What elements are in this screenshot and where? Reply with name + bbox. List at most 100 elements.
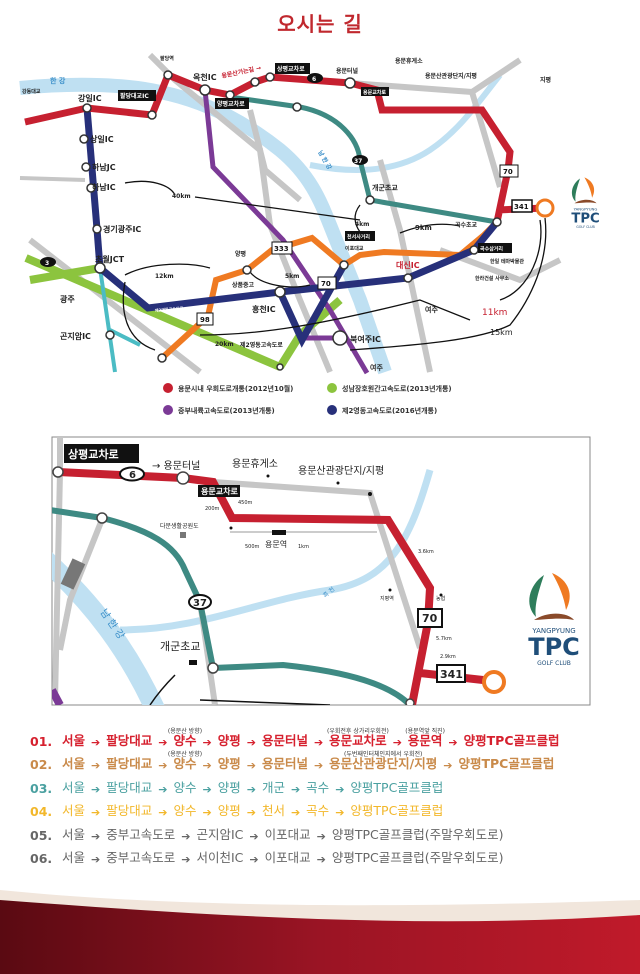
footer-wave (0, 890, 640, 974)
route333-sign: 333 (274, 245, 289, 253)
km9-label: 9km (415, 224, 432, 232)
hanil-label: 한일 테마박물관 (490, 258, 524, 265)
route341-sign: 341 (514, 203, 529, 211)
nonghyup-label: 농협 (436, 595, 445, 602)
detail-map: 상평교차로 6 → 용문터널 용문휴게소 용문산관광단지/지평 용문교차로 20… (51, 436, 591, 706)
km15-label: 15km (490, 328, 513, 337)
yongmun-box: 용문교차로 (363, 89, 386, 96)
route-step-note: (용문산 방향) (167, 751, 203, 758)
arrow-right-icon: ➔ (249, 829, 259, 843)
park-label: 다문생활공원도 (160, 522, 199, 530)
route-step: 양평TPC골프클럽 (458, 756, 555, 771)
second-yeongdong-expressway (83, 107, 500, 348)
route-step: 양수(용문산 방향) (167, 727, 203, 748)
route-step: 팔당대교 (106, 732, 153, 748)
m200-label: 200m (205, 506, 220, 512)
m500-label: 500m (245, 544, 260, 550)
route-number: 06. (30, 851, 53, 866)
route-step-note: (우회전후 상가리우회전) (327, 727, 389, 735)
arrow-right-icon: ➔ (448, 735, 458, 749)
arrow-right-icon: ➔ (181, 853, 191, 866)
yeoju-label-2: 여주 (425, 305, 438, 314)
route-row: 06.서울➔중부고속도로➔서이천IC➔이포대교➔양평TPC골프클럽(주말우회도로… (30, 843, 630, 866)
route-step: 곡수 (306, 779, 330, 795)
legend-label: 성남장호원간고속도로(2013년개통) (342, 384, 452, 393)
golf-club-marker[interactable] (482, 670, 506, 694)
jipyeong-label: 지평 (540, 76, 551, 84)
yeoju-label-1: 여주 (370, 363, 383, 372)
legend-swatch (327, 405, 337, 415)
route-step: 양평 (217, 779, 241, 795)
yangpyeong-label: 양평 (235, 250, 246, 258)
arrow-right-icon: ➔ (290, 782, 301, 796)
route-step: 팔당대교 (106, 803, 153, 818)
route-number: 01. (30, 733, 53, 749)
purple-route (52, 688, 64, 705)
route-step: 양수 (173, 779, 197, 795)
route-step-note: (용문역앞 직진) (405, 727, 446, 735)
hanam-ic-label: 하남IC (92, 182, 116, 192)
arrow-right-icon: ➔ (181, 829, 191, 843)
gyeonggi-gwangju-ic-label: 경기광주IC (103, 224, 141, 234)
arrow-right-icon: ➔ (91, 782, 101, 796)
route-step: 서울 (62, 779, 86, 795)
logo-leaf-icon (529, 575, 544, 617)
route-step: 서울 (62, 732, 86, 748)
rest-area-label: 용문휴게소 (395, 57, 423, 65)
route-step: 양평TPC골프클럽 (350, 803, 444, 818)
route-step: 용문역(용문역앞 직진) (405, 727, 446, 748)
gangil-ic-label: 강일IC (78, 93, 102, 103)
logo-text: TPC (528, 633, 580, 661)
route-step-note: (용문산 방향) (167, 727, 203, 735)
han-river (19, 77, 392, 375)
yangpyeong-box: 양평교차로 (217, 100, 245, 108)
logo-text: TPC (571, 212, 599, 227)
route-step: 곡수 (306, 803, 330, 818)
route98-sign: 98 (200, 316, 210, 324)
gwangju-label: 광주 (60, 294, 75, 304)
route-step: 중부고속도로 (106, 850, 176, 865)
arrow-right-icon: ➔ (246, 806, 256, 819)
km57-label: 5.7km (436, 636, 452, 642)
yeongdong-label-2: 제2영동고속도로 (240, 341, 283, 349)
route-step: 팔당대교 (106, 756, 153, 771)
yeongdong-expressway-label: 제2영동고속도로 (155, 305, 184, 313)
arrow-right-icon: ➔ (91, 759, 101, 772)
route-step: 용문산관광단지/지평(두번째인터체인지에서 우회전) (329, 751, 438, 771)
legend-label: 중부내륙고속도로(2013년개통) (178, 406, 275, 415)
logo-leaf-icon (584, 177, 595, 198)
km12-label: 12km (155, 273, 174, 280)
yongmun-tunnel-label: 용문터널 (336, 67, 359, 75)
route-directions: 01.서울➔팔당대교➔양수(용문산 방향)➔양평➔용문터널➔용문교차로(우회전후… (30, 725, 630, 867)
route-row: 01.서울➔팔당대교➔양수(용문산 방향)➔양평➔용문터널➔용문교차로(우회전후… (30, 725, 630, 749)
arrow-right-icon: ➔ (158, 806, 168, 819)
gaegun-school-label: 개군초교 (160, 640, 200, 653)
km36-label: 3.6km (418, 549, 434, 555)
paldang-box: 팔당대교IC (120, 92, 149, 100)
heungcheon-ic-label: 흥천IC (252, 304, 276, 314)
yongmun-box: 용문교차로 (201, 486, 238, 496)
arrow-right-icon: ➔ (443, 759, 453, 772)
arrow-right-icon: ➔ (313, 759, 324, 772)
km5-label: 5km (285, 273, 299, 280)
logo-leaf-icon (571, 178, 580, 202)
route-step: 양평TPC골프클럽 (350, 779, 444, 795)
han-river-label: 한 강 (50, 76, 66, 85)
km20-label: 20km (215, 341, 234, 348)
page-title: 오시는 길 (277, 12, 363, 36)
arrow-right-icon: ➔ (335, 782, 345, 796)
arrow-right-icon: ➔ (392, 735, 402, 749)
arrow-right-icon: ➔ (316, 853, 326, 866)
distance-lines (122, 180, 547, 351)
arrow-right-icon: ➔ (202, 806, 212, 819)
hanam-jc-label: 하남JC (92, 162, 116, 172)
golf-club-marker[interactable] (535, 198, 555, 218)
stream (309, 73, 503, 173)
arrow-right-icon: ➔ (91, 853, 101, 866)
route-step: 양평 (217, 756, 241, 771)
route-step: 용문교차로(우회전후 상가리우회전) (327, 727, 389, 748)
arrow-right-icon: ➔ (246, 782, 256, 796)
route-step: 양수(용문산 방향) (167, 751, 203, 771)
route-step: 개군 (261, 779, 285, 795)
logo-leaf-icon (534, 613, 574, 620)
